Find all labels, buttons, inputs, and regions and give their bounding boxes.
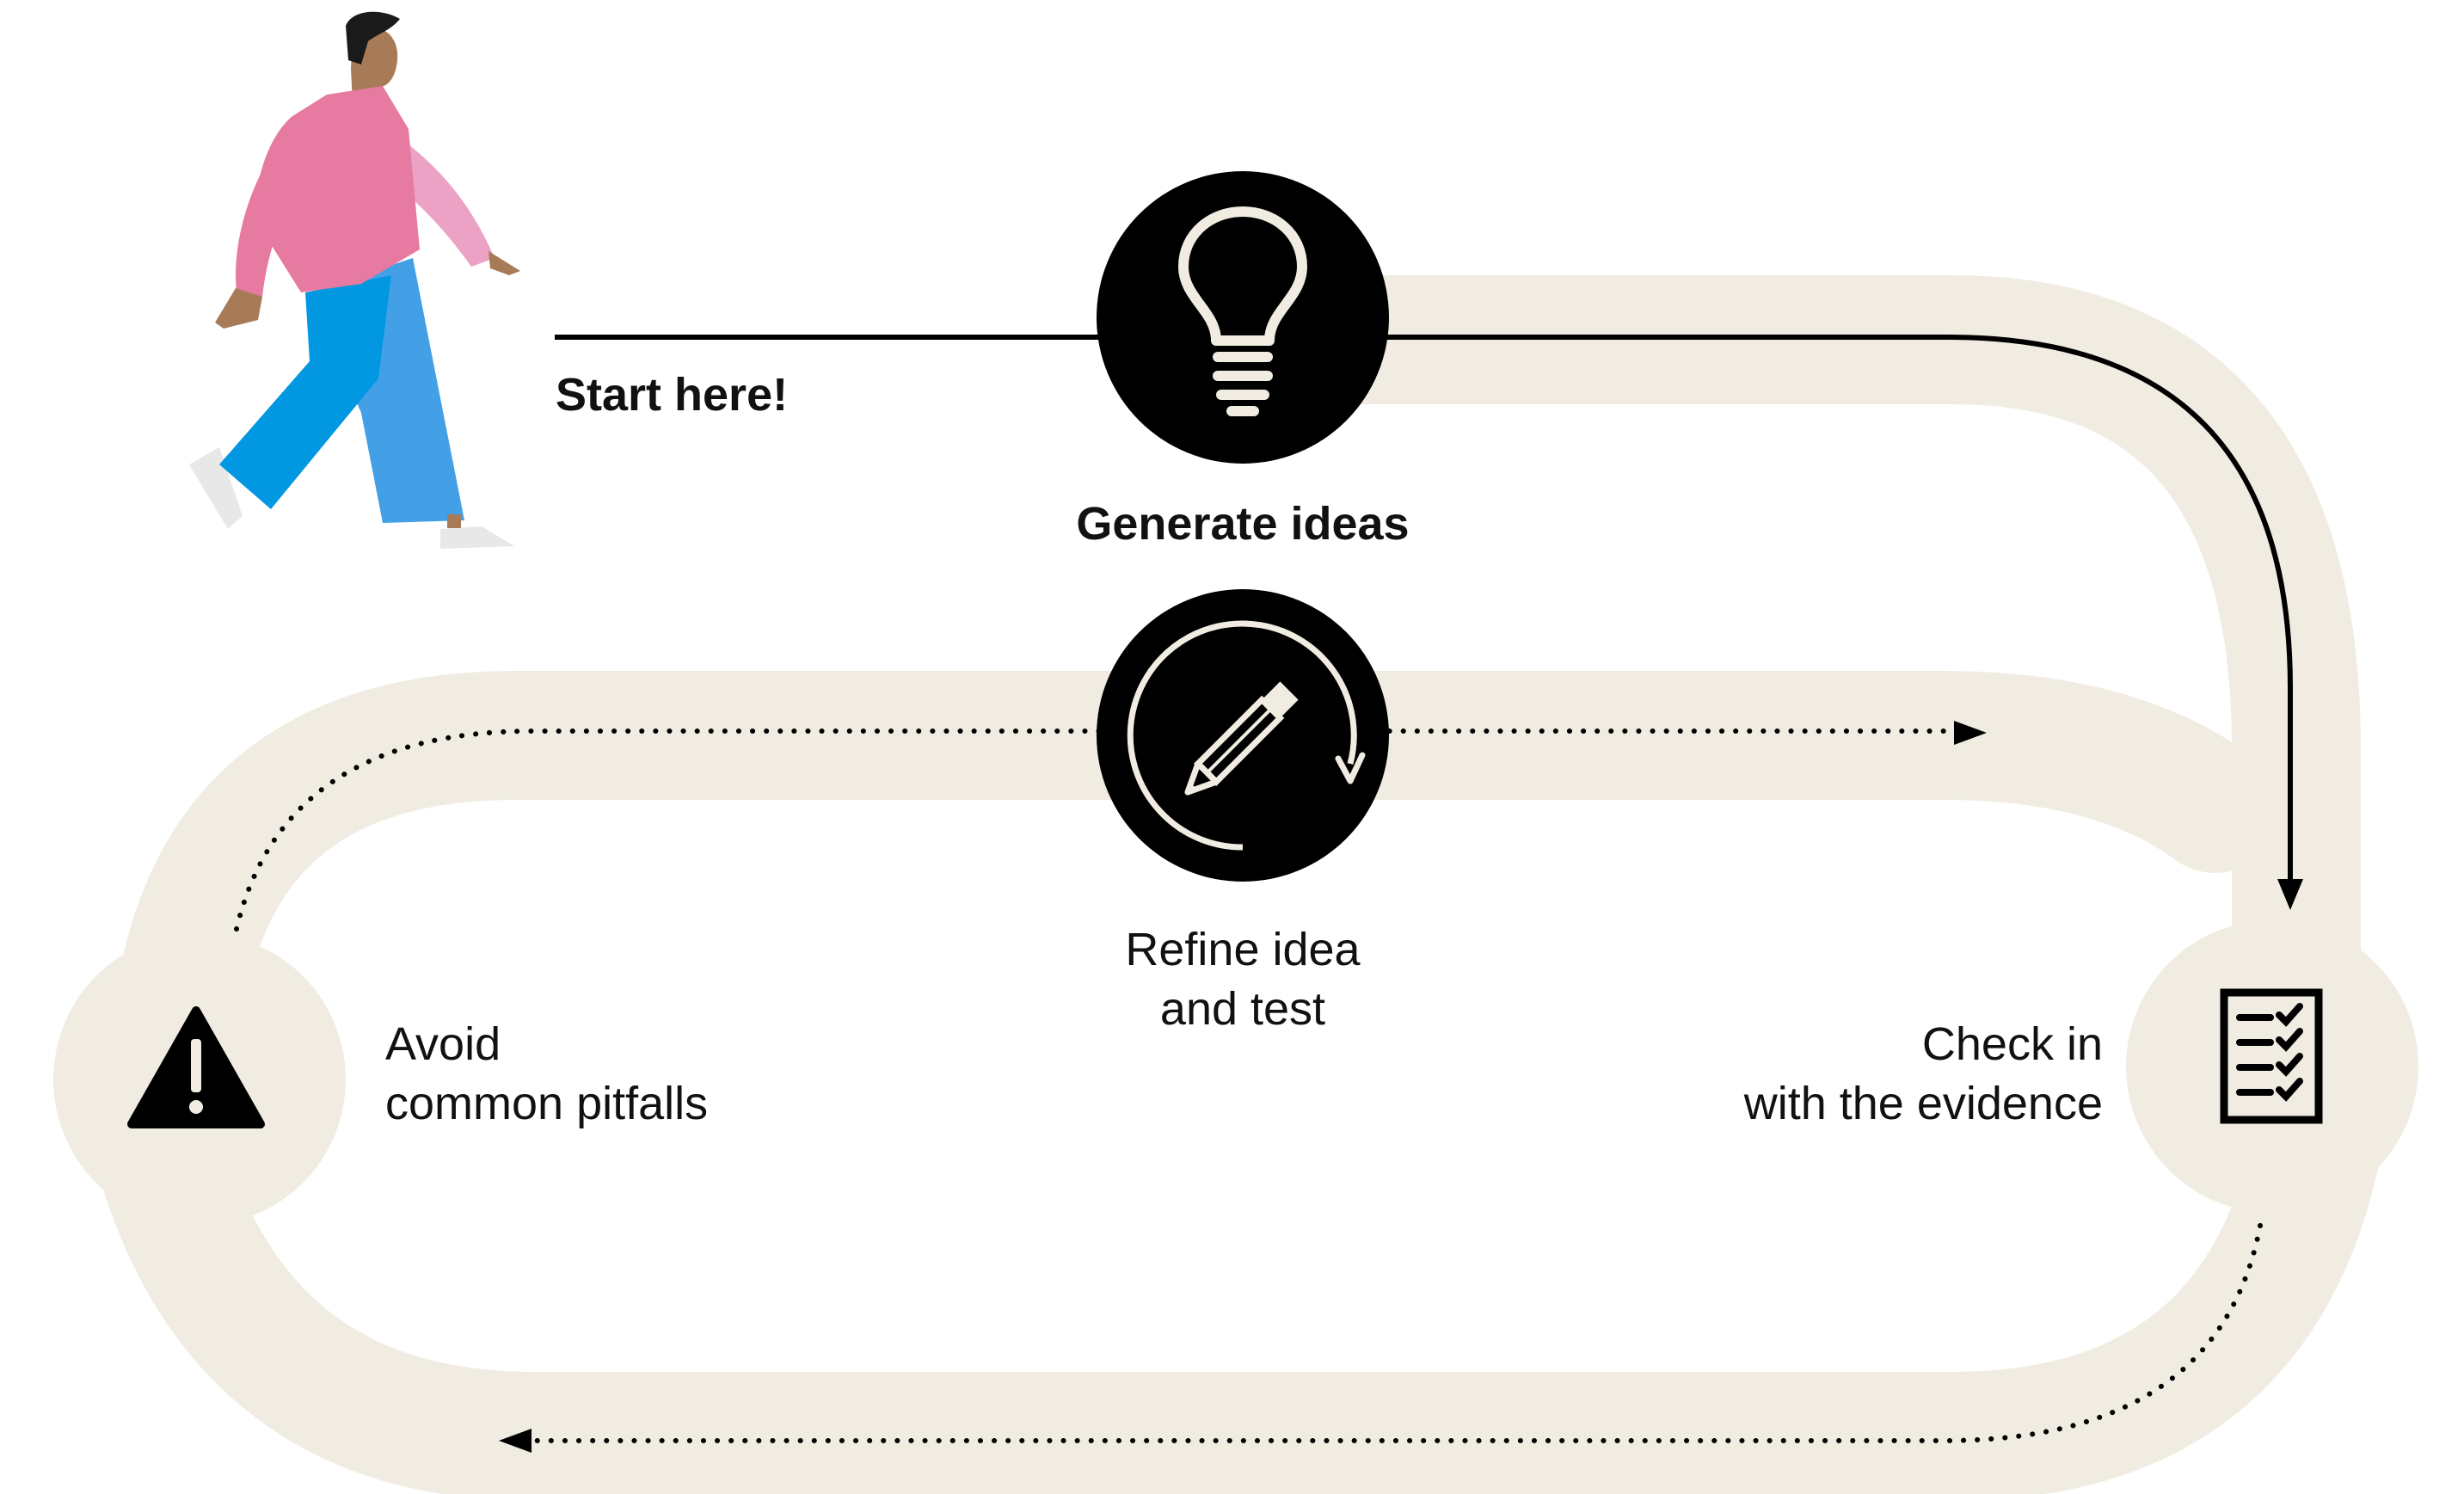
dotted-arrowhead-right xyxy=(1954,721,1987,745)
check-label-line2: with the evidence xyxy=(1743,1078,2103,1130)
track-bottom xyxy=(86,1054,2387,1494)
warning-icon xyxy=(127,1006,265,1128)
refine-label-line2: and test xyxy=(1159,983,1326,1036)
avoid-label: Avoid common pitfalls xyxy=(385,1015,708,1134)
track-middle xyxy=(116,671,2279,1062)
dotted-arrowhead-left xyxy=(499,1429,532,1453)
generate-label: Generate ideas xyxy=(1076,498,1410,550)
dotted-path-middle xyxy=(234,729,1955,931)
check-label-line1: Check in xyxy=(1921,1018,2103,1070)
refine-node xyxy=(1097,589,1389,882)
solid-path xyxy=(555,335,2293,886)
dotted-paths xyxy=(234,729,2263,1443)
checklist-icon xyxy=(2220,988,2323,1124)
track-top xyxy=(1178,275,2361,1062)
start-label: Start here! xyxy=(556,369,789,421)
avoid-label-line1: Avoid xyxy=(385,1018,501,1070)
refine-label: Refine idea and test xyxy=(1071,920,1415,1039)
walking-person-illustration xyxy=(189,11,520,549)
pencil-cycle-icon xyxy=(1127,620,1366,851)
lightbulb-icon xyxy=(1178,206,1307,416)
solid-arrowhead xyxy=(2277,879,2303,910)
avoid-label-line2: common pitfalls xyxy=(385,1078,709,1130)
generate-node xyxy=(1097,171,1389,464)
check-label: Check in with the evidence xyxy=(1634,1015,2103,1134)
refine-label-line1: Refine idea xyxy=(1125,924,1361,975)
